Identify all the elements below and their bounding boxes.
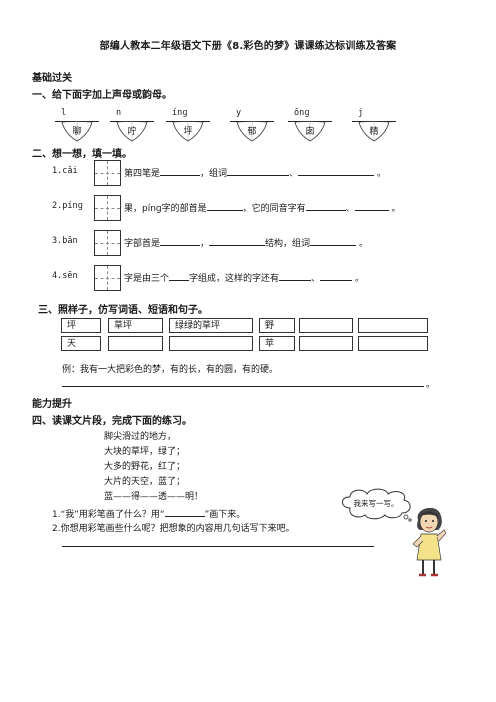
q3-row1-box-2: 草坪 [108,318,163,333]
q2-blank-2-4[interactable] [279,270,312,281]
poem-line-4: 大片的天空，蓝了； [104,477,186,487]
q2-part-a-3: 字部首是 [124,239,161,249]
q2-writing-box-1[interactable] [94,160,121,186]
q4-sub2: 2.你想用彩笔画些什么呢？把想象的内容用几句话写下来吧。 [52,524,295,534]
q1-char-2: 咛 [127,127,137,137]
q3-row1-box-3: 绿绿的草坪 [169,318,253,333]
q2-text-1: 第四笔是 ，组词 、 。 [124,165,386,179]
q2-blank-1-2[interactable] [206,200,243,211]
speech-cloud-text: 我来写一写。 [353,499,399,508]
q3-row1-box-6[interactable] [358,318,428,333]
q1-heading: 一、给下面字加上声母或韵母。 [32,90,172,101]
q1-char-1: 聊 [72,127,82,137]
q3-row2-box-3[interactable] [169,336,253,351]
q4-sub1-blank[interactable] [164,506,205,517]
q2-blank-2-2[interactable] [305,200,346,211]
q2-part-c-3: 结构，组词 [265,239,311,249]
poem-line-5: 蓝——得——透——明！ [104,492,204,502]
q2-blank-3-1[interactable] [298,165,375,176]
q1-char-4: 郁 [247,127,257,137]
q2-writing-box-3[interactable] [94,230,121,256]
q1-pinyin-3: ínɡ [172,108,188,118]
q2-part-a-1: 第四笔是 [124,169,161,179]
q3-row2-box-2[interactable] [108,336,163,351]
q2-part-c-4: 、 [311,274,321,284]
q2-part-b-1: ，组词 [200,169,228,179]
q2-blank-3-2[interactable] [354,200,389,211]
q2-text-3: 字部首是 ， 结构，组词 。 [124,235,368,249]
q2-pinyin-3: 3.bān [52,236,78,246]
q1-char-3: 坪 [183,127,193,137]
q3-row2-box-5[interactable] [299,336,353,351]
q2-part-b-3: ， [200,239,210,249]
section-ability: 能力提升 [32,399,72,410]
q2-text-4: 字是由三个 字组成，这样的字还有 、 。 [124,270,364,284]
q4-sub1-a: 1.“我”用彩笔画了什么？用“ [52,510,165,520]
q2-blank-2-3[interactable] [209,235,266,246]
q1-leaf-6: 精 [358,120,390,142]
q2-blank-1-1[interactable] [160,165,201,176]
q3-row1-box-4: 野 [259,318,295,333]
q2-part-b-2: ，它的同音字有 [242,204,306,214]
poem-line-2: 大块的草坪，绿了； [104,447,186,457]
section-basic: 基础过关 [32,73,72,84]
q1-leaf-4: 郁 [236,120,268,142]
q4-heading: 四、读课文片段，完成下面的练习。 [32,416,192,427]
q2-end-2: 。 [391,204,401,214]
q1-leaf-5: 囱 [294,120,326,142]
q2-part-b-4: 字组成，这样的字还有 [189,274,280,284]
q4-answer-line[interactable] [62,546,374,547]
page-title: 部编人教本二年级语文下册《8.彩色的梦》课课练达标训练及答案 [99,41,397,52]
q2-end-4: 。 [355,274,365,284]
q1-pinyin-2: n [116,108,122,118]
q3-row2-box-4: 苹 [259,336,295,351]
q1-pinyin-1: l [61,108,67,118]
q2-part-a-2: 果，pínɡ字的部首是 [124,204,207,214]
q1-leaf-1: 聊 [61,120,93,142]
q3-example: 例：我有一大把彩色的梦，有的长，有的圆，有的硬。 [62,365,279,375]
q2-blank-3-3[interactable] [310,235,357,246]
q1-leaf-3: 坪 [172,120,204,142]
q3-row1-box-1: 坪 [61,318,101,333]
q2-heading: 二、想一想，填一填。 [32,149,132,160]
q3-answer-line[interactable] [62,386,424,387]
q1-char-5: 囱 [305,127,315,137]
cartoon-girl-illustration [408,500,448,580]
poem-line-3: 大多的野花，红了； [104,462,186,472]
q3-end: 。 [426,380,436,390]
q2-part-c-2: 、 [345,204,355,214]
q2-pinyin-2: 2.pínɡ [52,201,83,211]
poem-line-1: 脚尖滑过的地方， [104,432,177,442]
q3-row1-box-5[interactable] [299,318,353,333]
q2-pinyin-4: 4.sēn [52,271,78,281]
q1-pinyin-4: y [236,108,242,118]
q2-end-3: 。 [359,239,369,249]
q4-sub1-b: ”画下来。 [204,510,246,520]
q2-part-c-1: 、 [289,169,299,179]
q2-blank-2-1[interactable] [227,165,290,176]
q2-end-1: 。 [377,169,387,179]
q2-text-2: 果，pínɡ字的部首是 ，它的同音字有 、 。 [124,200,401,214]
q2-writing-box-4[interactable] [94,265,121,291]
q1-pinyin-5: ōnɡ [294,108,310,118]
q1-leaf-2: 咛 [116,120,148,142]
speech-cloud: 我来写一写。 [338,486,414,522]
q2-blank-1-3[interactable] [160,235,201,246]
q3-heading: 三、照样子，仿写词语、短语和句子。 [38,305,208,316]
q2-pinyin-1: 1.cǎi [52,166,78,176]
q3-row2-box-1: 天 [61,336,101,351]
q3-row2-box-6[interactable] [358,336,428,351]
q2-writing-box-2[interactable] [94,195,121,221]
q4-sub1: 1.“我”用彩笔画了什么？用“ ”画下来。 [52,506,245,520]
q2-blank-3-4[interactable] [320,270,353,281]
q1-pinyin-6: j [358,108,364,118]
q1-char-6: 精 [369,127,379,137]
q2-blank-1-4[interactable] [169,270,190,281]
q2-part-a-4: 字是由三个 [124,274,170,284]
